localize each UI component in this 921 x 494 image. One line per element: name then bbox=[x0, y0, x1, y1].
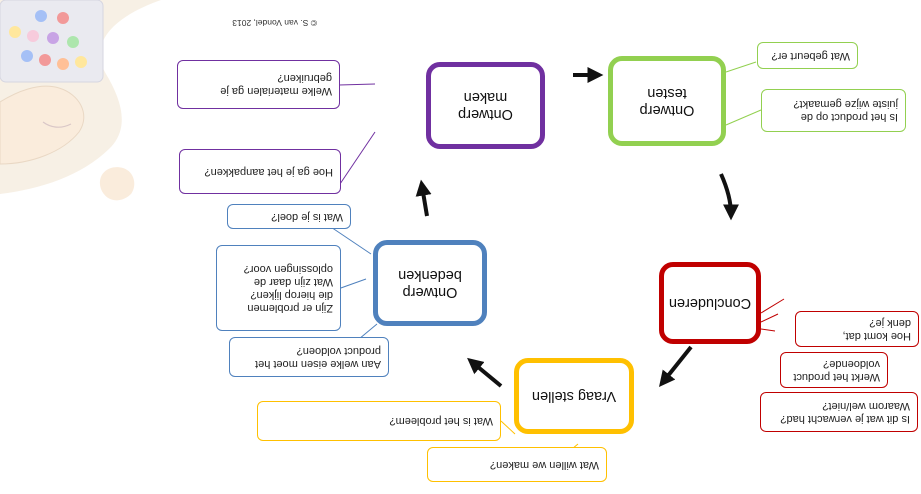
callout-text: Wat is je doel? bbox=[271, 211, 343, 223]
node-ontwerp-testen: Ontwerp testen bbox=[608, 56, 726, 146]
callout-testen-2: Wat gebeurt er? bbox=[757, 42, 858, 69]
callout-bedenken-2: Zijn er problemen die hierop lijken? Wat… bbox=[216, 245, 341, 331]
callout-maken-2: Welke materialen ga je gebruiken? bbox=[177, 60, 340, 109]
callout-line bbox=[725, 109, 762, 126]
callout-text: Hoe ga je het aanpakken? bbox=[204, 166, 333, 178]
callout-line bbox=[725, 61, 757, 73]
callout-text: Is het product op de juiste wijze gemaak… bbox=[793, 98, 898, 124]
child-face bbox=[0, 85, 85, 165]
paint-dot bbox=[47, 32, 59, 44]
paint-dot bbox=[39, 54, 51, 66]
callout-line bbox=[337, 278, 367, 290]
callout-concluderen-2: Werkt het product voldoende? bbox=[780, 352, 888, 388]
callout-testen-1: Is het product op de juiste wijze gemaak… bbox=[761, 89, 906, 132]
paint-dot bbox=[27, 30, 39, 42]
node-ontwerp-bedenken: Ontwerp bedenken bbox=[373, 240, 487, 326]
callout-line bbox=[338, 83, 376, 86]
arrow-concluderen-to-vraag bbox=[659, 345, 693, 387]
arrow-testen-to-concluderen bbox=[719, 173, 739, 221]
callout-concluderen-1: Is dit wat je verwacht had? Waarom wel/n… bbox=[760, 392, 918, 432]
callout-line bbox=[500, 420, 516, 435]
node-label: Vraag stellen bbox=[531, 388, 617, 405]
face-sketch-line bbox=[42, 121, 72, 128]
paint-dot bbox=[9, 26, 21, 38]
callout-line bbox=[760, 328, 776, 332]
callout-text: Welke materialen ga je gebruiken? bbox=[220, 72, 332, 98]
child-hand bbox=[99, 167, 135, 201]
paint-dot bbox=[57, 12, 69, 24]
callout-bedenken-3: Wat is je doel? bbox=[227, 204, 351, 229]
callout-text: Hoe komt dat, denk je? bbox=[842, 317, 911, 342]
callout-text: Wat gebeurt er? bbox=[771, 50, 850, 62]
node-label: Concluderen bbox=[668, 295, 752, 312]
callout-bedenken-1: Aan welke eisen moet het product voldoen… bbox=[229, 337, 389, 377]
callout-line bbox=[760, 298, 785, 314]
node-vraag-stellen: Vraag stellen bbox=[514, 358, 634, 434]
callout-text: Werkt het product voldoende? bbox=[793, 358, 880, 383]
callout-vraag-2: Wat is het probleem? bbox=[257, 401, 501, 441]
paint-dot bbox=[35, 10, 47, 22]
paint-dot bbox=[57, 58, 69, 70]
callout-line bbox=[760, 313, 779, 323]
node-concluderen: Concluderen bbox=[659, 262, 761, 344]
copyright-text: © S. van Vondel, 2013 bbox=[232, 18, 317, 28]
node-label: Ontwerp bedenken bbox=[398, 267, 462, 300]
paint-dot bbox=[21, 50, 33, 62]
callout-text: Wat willen we maken? bbox=[489, 459, 599, 471]
arrow-vraag-to-bedenken bbox=[467, 357, 503, 388]
callout-text: Wat is het probleem? bbox=[389, 415, 493, 428]
callout-text: Aan welke eisen moet het product voldoen… bbox=[255, 345, 381, 370]
node-ontwerp-maken: Ontwerp maken bbox=[426, 62, 545, 149]
callout-text: Is dit wat je verwacht had? Waarom wel/n… bbox=[780, 400, 910, 425]
arrow-bedenken-to-maken bbox=[415, 179, 432, 217]
callout-line bbox=[339, 131, 376, 185]
callout-concluderen-3-text: Hoe komt dat, denk je? bbox=[795, 311, 919, 347]
node-label: Ontwerp testen bbox=[639, 85, 695, 118]
paint-dot bbox=[75, 56, 87, 68]
callout-text: Zijn er problemen die hierop lijken? Wat… bbox=[243, 263, 333, 314]
callout-maken-1: Hoe ga je het aanpakken? bbox=[179, 149, 341, 194]
paint-dot bbox=[67, 36, 79, 48]
node-label: Ontwerp maken bbox=[458, 89, 513, 123]
callout-vraag-1: Wat willen we maken? bbox=[427, 447, 607, 482]
